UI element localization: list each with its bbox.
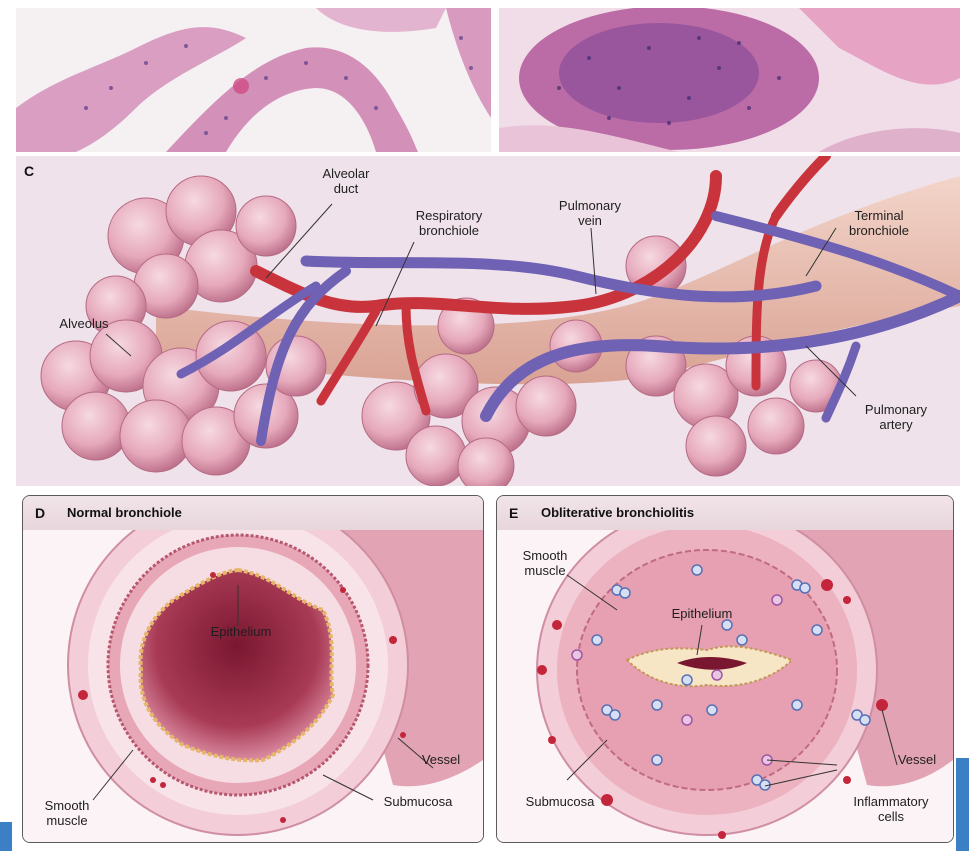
panel-d-label-epithelium: Epithelium	[181, 624, 301, 639]
label-respiratory-bronchiole: Respiratory bronchiole	[394, 208, 504, 238]
panel-d-header: D Normal bronchiole	[23, 496, 483, 531]
panel-e-label-vessel: Vessel	[887, 752, 947, 767]
panel-e-header: E Obliterative bronchiolitis	[497, 496, 953, 531]
label-pulmonary-vein: Pulmonary vein	[540, 198, 640, 228]
label-alveolus: Alveolus	[44, 316, 124, 331]
label-terminal-bronchiole: Terminal bronchiole	[824, 208, 934, 238]
panel-d-letter: D	[35, 505, 45, 521]
panel-e-obliterative-bronchiolitis: E Obliterative bronchiolitis	[496, 495, 954, 843]
micrograph-b	[499, 8, 960, 152]
panel-d-label-smooth-muscle: Smooth muscle	[27, 798, 107, 828]
accent-bar-left	[0, 822, 12, 851]
micrograph-a	[16, 8, 491, 152]
label-pulmonary-artery: Pulmonary artery	[846, 402, 946, 432]
panel-d-label-submucosa: Submucosa	[363, 794, 473, 809]
panel-e-letter: E	[509, 505, 518, 521]
panel-e-label-inflammatory-cells: Inflammatory cells	[833, 794, 949, 824]
panel-d-label-vessel: Vessel	[411, 752, 471, 767]
panel-d-title: Normal bronchiole	[67, 505, 182, 520]
micrograph-a-image	[16, 8, 491, 152]
panel-c-illustration: C	[16, 156, 960, 486]
panel-e-label-epithelium: Epithelium	[647, 606, 757, 621]
panel-e-label-smooth-muscle: Smooth muscle	[505, 548, 585, 578]
panel-e-title: Obliterative bronchiolitis	[541, 505, 694, 520]
micrograph-b-image	[499, 8, 960, 152]
accent-bar-right	[956, 758, 969, 851]
panel-c-anatomy: C Alveolar duct Respiratory bronchiole P…	[16, 156, 960, 486]
panel-c-letter: C	[24, 163, 34, 179]
label-alveolar-duct: Alveolar duct	[306, 166, 386, 196]
panel-d-normal-bronchiole: D Normal bronchiole Epithelium	[22, 495, 484, 843]
panel-e-label-submucosa: Submucosa	[505, 794, 615, 809]
